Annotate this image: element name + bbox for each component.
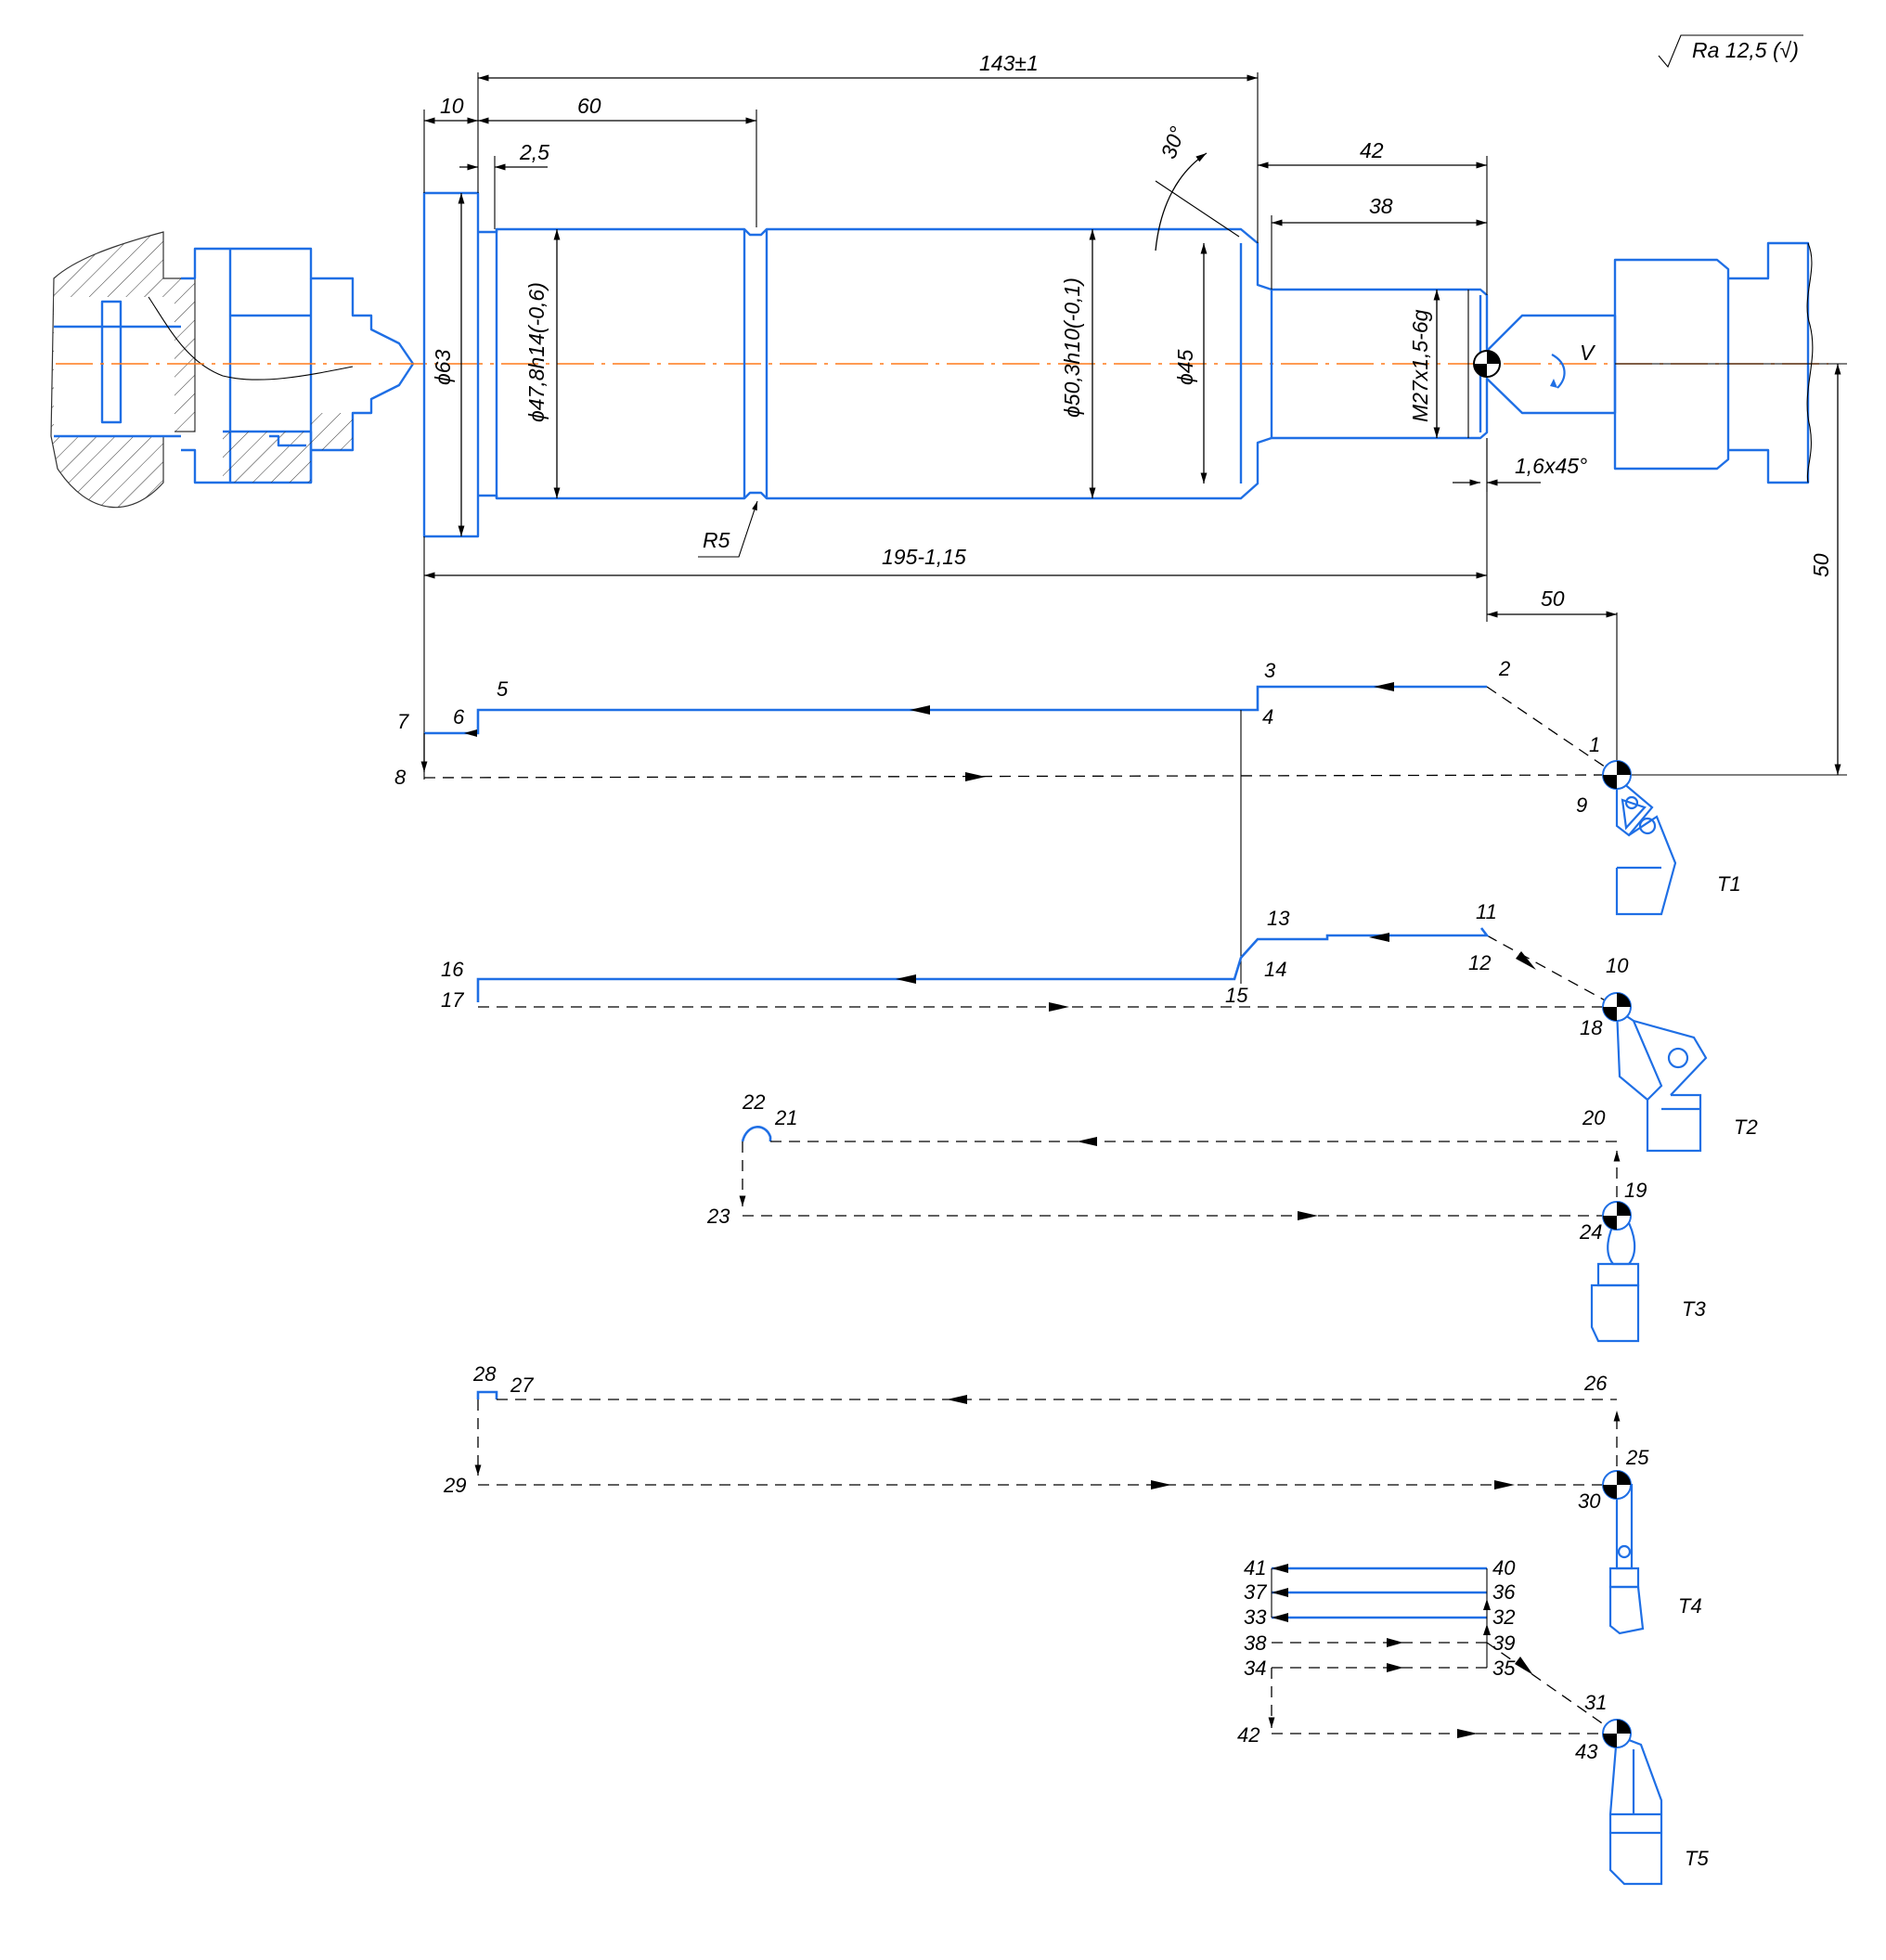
point-5: 5 xyxy=(497,677,509,701)
point-26: 26 xyxy=(1583,1372,1608,1395)
tool-label-t5: T5 xyxy=(1685,1847,1709,1870)
point-31: 31 xyxy=(1584,1691,1607,1714)
point-42: 42 xyxy=(1237,1723,1259,1747)
roughness-label: Ra 12,5 (√) xyxy=(1692,38,1799,62)
point-17: 17 xyxy=(441,988,464,1012)
point-8: 8 xyxy=(394,766,407,789)
point-6: 6 xyxy=(453,705,465,729)
point-23: 23 xyxy=(706,1205,730,1228)
dimensions: 143±1 10 60 2,5 30° 42 38 ϕ63 ϕ47,8h14(-… xyxy=(423,51,1847,780)
point-33: 33 xyxy=(1244,1605,1267,1629)
point-43: 43 xyxy=(1575,1740,1598,1763)
tool-label-t1: T1 xyxy=(1717,872,1741,896)
point-28: 28 xyxy=(472,1362,497,1386)
point-24: 24 xyxy=(1579,1220,1602,1244)
dim-195: 195-1,15 xyxy=(882,545,966,569)
dim-phi47: ϕ47,8h14(-0,6) xyxy=(524,282,549,422)
tool-t1 xyxy=(1615,775,1677,916)
part-profile xyxy=(422,191,1814,538)
dim-chamfer: 1,6x45° xyxy=(1515,454,1587,478)
point-10: 10 xyxy=(1606,954,1629,977)
dim-r5: R5 xyxy=(703,528,730,552)
point-35: 35 xyxy=(1492,1657,1516,1680)
point-18: 18 xyxy=(1580,1016,1603,1039)
dim-phi50: ϕ50,3h10(-0,1) xyxy=(1060,277,1084,418)
tool-t2 xyxy=(1615,1007,1708,1153)
point-36: 36 xyxy=(1492,1580,1516,1604)
dim-2-5: 2,5 xyxy=(519,140,549,164)
dim-42: 42 xyxy=(1360,138,1384,162)
toolpath-t2 xyxy=(476,927,1618,1012)
dim-phi45: ϕ45 xyxy=(1173,349,1197,385)
toolpath-t1 xyxy=(420,682,1618,984)
point-39: 39 xyxy=(1492,1631,1515,1655)
rotation-v: V xyxy=(1580,341,1596,365)
point-37: 37 xyxy=(1244,1580,1267,1604)
point-15: 15 xyxy=(1225,984,1248,1007)
point-22: 22 xyxy=(742,1090,765,1114)
tool-t3 xyxy=(1590,1217,1640,1343)
point-1: 1 xyxy=(1589,733,1600,756)
point-29: 29 xyxy=(443,1474,466,1497)
dim-phi63: ϕ63 xyxy=(431,349,455,385)
dim-60: 60 xyxy=(577,94,601,118)
point-27: 27 xyxy=(510,1373,534,1397)
point-2: 2 xyxy=(1498,657,1510,680)
point-13: 13 xyxy=(1267,907,1290,930)
point-9: 9 xyxy=(1576,793,1587,817)
point-3: 3 xyxy=(1264,659,1276,682)
toolpath-t3 xyxy=(739,1126,1621,1220)
tool-labels: T1 T2 T3 T4 T5 xyxy=(1678,872,1758,1870)
tool-tips xyxy=(1602,760,1632,1748)
tool-label-t4: T4 xyxy=(1678,1594,1702,1618)
point-34: 34 xyxy=(1244,1657,1266,1680)
point-16: 16 xyxy=(441,958,464,981)
point-25: 25 xyxy=(1625,1446,1649,1469)
tool-t4 xyxy=(1608,1483,1645,1635)
toolpath-t5 xyxy=(1268,1564,1618,1738)
dim-thread: M27x1,5-6g xyxy=(1408,309,1432,422)
dim-angle-30: 30° xyxy=(1156,123,1190,162)
point-40: 40 xyxy=(1492,1556,1516,1580)
dim-38: 38 xyxy=(1369,194,1393,218)
dim-50-vertical: 50 xyxy=(1809,553,1833,577)
chuck-fixture xyxy=(50,231,415,509)
dim-50-horizontal: 50 xyxy=(1541,587,1565,611)
point-21: 21 xyxy=(774,1106,797,1129)
point-20: 20 xyxy=(1582,1106,1606,1129)
point-labels: 1 2 3 4 5 6 7 8 9 10 11 12 13 14 15 16 1… xyxy=(394,657,1649,1763)
point-12: 12 xyxy=(1468,951,1491,974)
dim-10: 10 xyxy=(440,94,464,118)
tool-label-t2: T2 xyxy=(1734,1115,1758,1139)
tool-t5 xyxy=(1608,1734,1663,1886)
point-11: 11 xyxy=(1476,900,1497,923)
toolpath-t4 xyxy=(474,1390,1621,1489)
dim-143: 143±1 xyxy=(979,51,1039,75)
point-7: 7 xyxy=(397,710,409,733)
point-4: 4 xyxy=(1262,705,1273,729)
point-30: 30 xyxy=(1578,1489,1601,1513)
point-41: 41 xyxy=(1244,1556,1266,1580)
point-38: 38 xyxy=(1244,1631,1267,1655)
point-14: 14 xyxy=(1264,958,1286,981)
point-32: 32 xyxy=(1492,1605,1515,1629)
roughness-symbol: Ra 12,5 (√) xyxy=(1658,34,1803,69)
tool-label-t3: T3 xyxy=(1682,1297,1706,1321)
point-19: 19 xyxy=(1624,1179,1647,1202)
